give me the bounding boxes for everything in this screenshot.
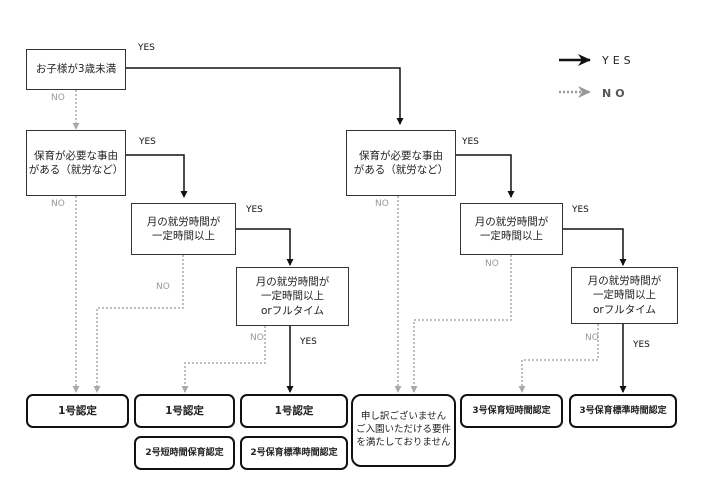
edge-need-left-yes — [126, 154, 188, 198]
label-hours-left-yes: YES — [246, 205, 263, 215]
label-fulltime-left-no: NO — [250, 333, 264, 343]
edge-hours-right-no — [410, 255, 512, 393]
node-fulltime-left: 月の就労時間が 一定時間以上 orフルタイム — [236, 267, 349, 326]
label-need-left-yes: YES — [139, 137, 156, 147]
edge-hours-right-yes — [563, 228, 627, 266]
label-hours-right-no: NO — [485, 259, 499, 269]
label-need-right-yes: YES — [462, 137, 479, 147]
result-type1-b: 1号認定 — [134, 394, 235, 428]
result-type1-c: 1号認定 — [240, 394, 348, 428]
result-type2-standard: 2号保育標準時間認定 — [240, 436, 348, 470]
result-type1-a: 1号認定 — [26, 394, 129, 428]
label-fulltime-left-yes: YES — [300, 337, 317, 347]
edge-hours-left-no — [93, 255, 184, 393]
node-need-left: 保育が必要な事由 がある（就労など） — [26, 130, 126, 196]
label-age-no: NO — [51, 93, 65, 103]
result-type2-short: 2号短時間保育認定 — [134, 436, 235, 470]
result-type3-standard: 3号保育標準時間認定 — [569, 394, 677, 428]
node-need-right: 保育が必要な事由 がある（就労など） — [346, 130, 456, 196]
label-need-left-no: NO — [51, 199, 65, 209]
edge-fulltime-right-no — [518, 324, 599, 393]
edge-hours-left-yes — [236, 228, 294, 266]
edge-fulltime-left-no — [181, 326, 266, 393]
node-fulltime-right: 月の就労時間が 一定時間以上 orフルタイム — [571, 267, 678, 324]
node-age-check: お子様が3歳未満 — [26, 49, 126, 90]
legend-yes-label: YES — [602, 54, 635, 67]
node-hours-left: 月の就労時間が 一定時間以上 — [131, 203, 236, 255]
result-type3-short: 3号保育短時間認定 — [460, 394, 563, 428]
label-hours-right-yes: YES — [572, 205, 589, 215]
node-hours-right: 月の就労時間が 一定時間以上 — [460, 203, 563, 255]
result-not-eligible: 申し訳ございません ご入園いただける要件 を満たしておりません — [351, 394, 456, 467]
label-hours-left-no: NO — [156, 282, 170, 292]
legend-no-label: NO — [602, 87, 629, 100]
label-fulltime-right-yes: YES — [633, 340, 650, 350]
label-fulltime-right-no: NO — [585, 333, 599, 343]
label-age-yes: YES — [138, 43, 155, 53]
edge-age-yes — [126, 67, 404, 125]
edge-need-right-yes — [456, 154, 515, 198]
label-need-right-no: NO — [375, 199, 389, 209]
